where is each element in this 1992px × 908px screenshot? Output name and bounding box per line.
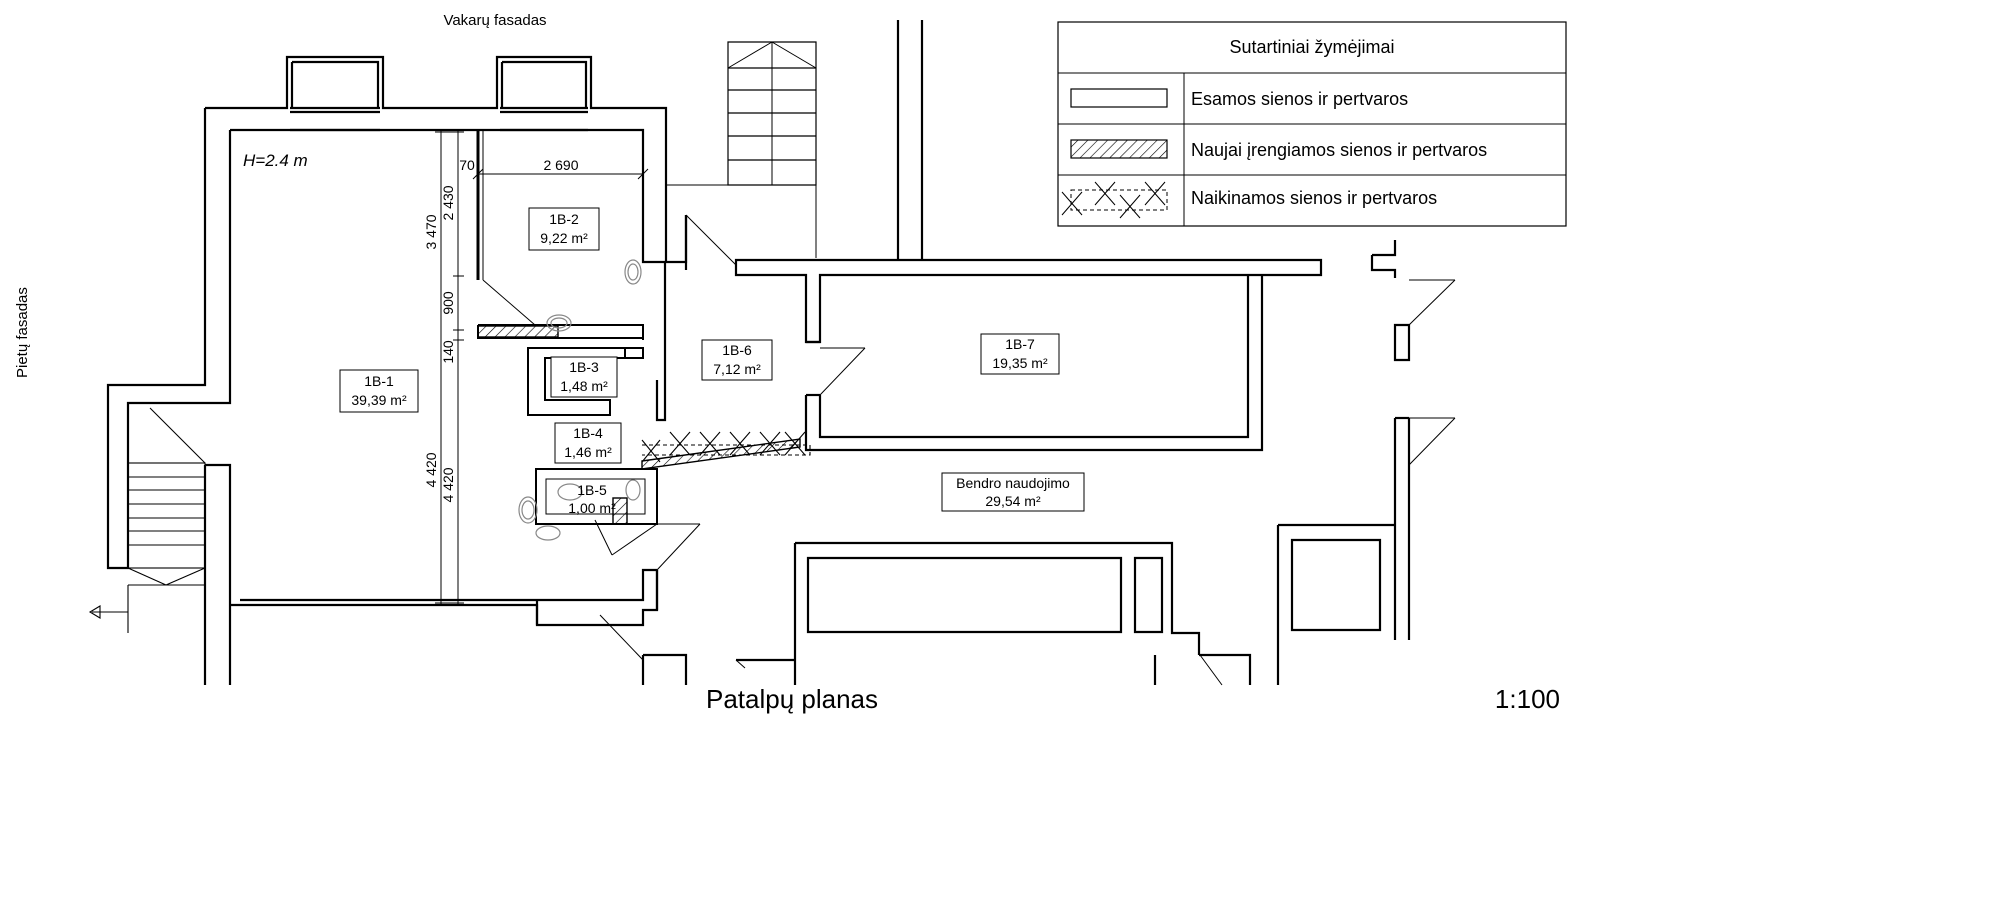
legend-title: Sutartiniai žymėjimai [1229,37,1394,57]
room-id: 1B-2 [549,211,579,227]
room-id: Bendro naudojimo [956,475,1070,491]
existing-wall-symbol [1070,88,1168,108]
dim-140: 140 [440,340,456,364]
new-wall-hatched-symbol [1070,139,1168,159]
room-id: 1B-4 [573,425,603,441]
plan-scale: 1:100 [1495,684,1560,714]
room-area: 9,22 m² [540,230,588,246]
room-id: 1B-3 [569,359,599,375]
south-facade-label: Pietų fasadas [14,287,31,378]
dim-70: 70 [459,157,475,173]
room-id: 1B-7 [1005,336,1035,352]
room-id: 1B-1 [364,373,394,389]
legend: Sutartiniai žymėjimai Esamos sienos ir p… [1057,21,1567,227]
room-label-1b5: 1B-5 1,00 m² [568,482,616,516]
dim-3470: 3 470 [423,214,439,249]
legend-label: Naujai įrengiamos sienos ir pertvaros [1191,140,1487,160]
dim-4420-b: 4 420 [440,467,456,502]
room-area: 1,46 m² [564,444,612,460]
dim-2430: 2 430 [440,185,456,220]
room-label-1b1: 1B-1 39,39 m² [339,369,419,413]
room-area: 39,39 m² [351,392,407,408]
room-label-1b4: 1B-4 1,46 m² [554,422,622,464]
dimension-lines [435,130,649,605]
room-id: 1B-5 [577,482,607,498]
legend-item-existing: Esamos sienos ir pertvaros [1070,88,1408,109]
room-label-1b3: 1B-3 1,48 m² [550,356,618,398]
legend-label: Esamos sienos ir pertvaros [1191,89,1408,109]
floor-plan-drawing: Vakarų fasadas Pietų fasadas [14,12,1567,714]
room-area: 19,35 m² [992,355,1048,371]
demolished-walls [641,431,811,463]
room-area: 1,48 m² [560,378,608,394]
legend-item-new: Naujai įrengiamos sienos ir pertvaros [1070,139,1487,160]
room-label-1b2: 1B-2 9,22 m² [528,207,600,251]
legend-label: Naikinamos sienos ir pertvaros [1191,188,1437,208]
sanitary-fixtures [518,259,642,541]
room-id: 1B-6 [722,342,752,358]
room-label-common: Bendro naudojimo 29,54 m² [941,472,1085,512]
room-area: 7,12 m² [713,361,761,377]
room-1b3-walls [527,347,644,416]
room-area: 29,54 m² [985,493,1041,509]
demolished-wall-symbol [1061,181,1168,219]
dim-4420-a: 4 420 [423,452,439,487]
legend-item-demolished: Naikinamos sienos ir pertvaros [1061,181,1437,219]
room-area: 1,00 m² [568,500,616,516]
dim-2690: 2 690 [543,157,578,173]
west-facade-label: Vakarų fasadas [443,12,546,29]
room-label-1b7: 1B-7 19,35 m² [980,333,1060,375]
existing-walls [106,20,1411,685]
door-swings [594,214,1456,686]
dim-900: 900 [440,291,456,315]
plan-title: Patalpų planas [706,684,878,714]
height-label: H=2.4 m [243,151,308,170]
left-stair [88,407,206,633]
room-label-1b6: 1B-6 7,12 m² [701,339,773,381]
